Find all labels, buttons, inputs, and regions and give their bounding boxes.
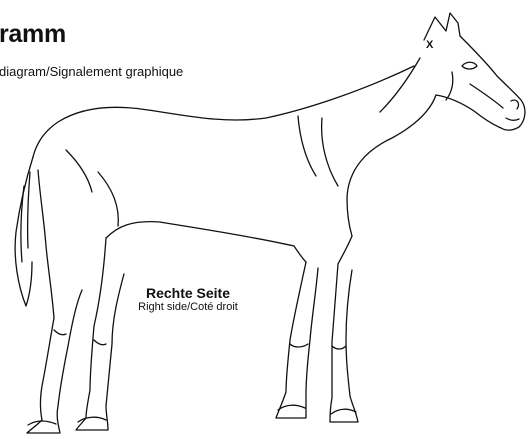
horse-ear: [424, 13, 460, 40]
side-label-main: Rechte Seite: [106, 285, 270, 301]
horse-head-outline: [460, 36, 525, 130]
horse-belly: [106, 222, 294, 246]
horse-eye: [462, 62, 477, 69]
horse-hoof-left-hind: [28, 421, 56, 425]
horse-shoulder-line: [322, 118, 338, 186]
horse-front-leg-left: [276, 262, 318, 418]
horse-hind-leg-right: [76, 238, 124, 430]
horse-rear-thigh: [38, 170, 54, 318]
horse-hoof-right-front: [331, 409, 356, 414]
horse-hip-line: [66, 150, 92, 192]
horse-stifle-line: [98, 172, 118, 226]
horse-elbow: [294, 246, 306, 262]
horse-front-leg-right: [330, 264, 358, 422]
horse-face-line: [470, 84, 503, 108]
horse-hock: [54, 330, 106, 345]
side-label: Rechte Seite Right side/Coté droit: [106, 285, 270, 314]
horse-hind-leg-left: [27, 290, 82, 433]
horse-cheek-line: [446, 72, 453, 100]
horse-hoof-right-hind: [78, 417, 106, 422]
horse-mouth: [506, 118, 519, 120]
horse-knee: [290, 344, 346, 349]
side-label-translation: Right side/Coté droit: [106, 301, 270, 314]
horse-back-line: [33, 66, 414, 157]
horse-hoof-left-front: [278, 405, 305, 410]
horse-shoulder-line-2: [298, 116, 316, 176]
whorl-marking: X: [426, 39, 434, 51]
horse-tail: [15, 157, 33, 306]
horse-nostril: [511, 100, 518, 109]
horse-chest: [338, 236, 352, 264]
horse-neck-underside: [347, 95, 436, 236]
